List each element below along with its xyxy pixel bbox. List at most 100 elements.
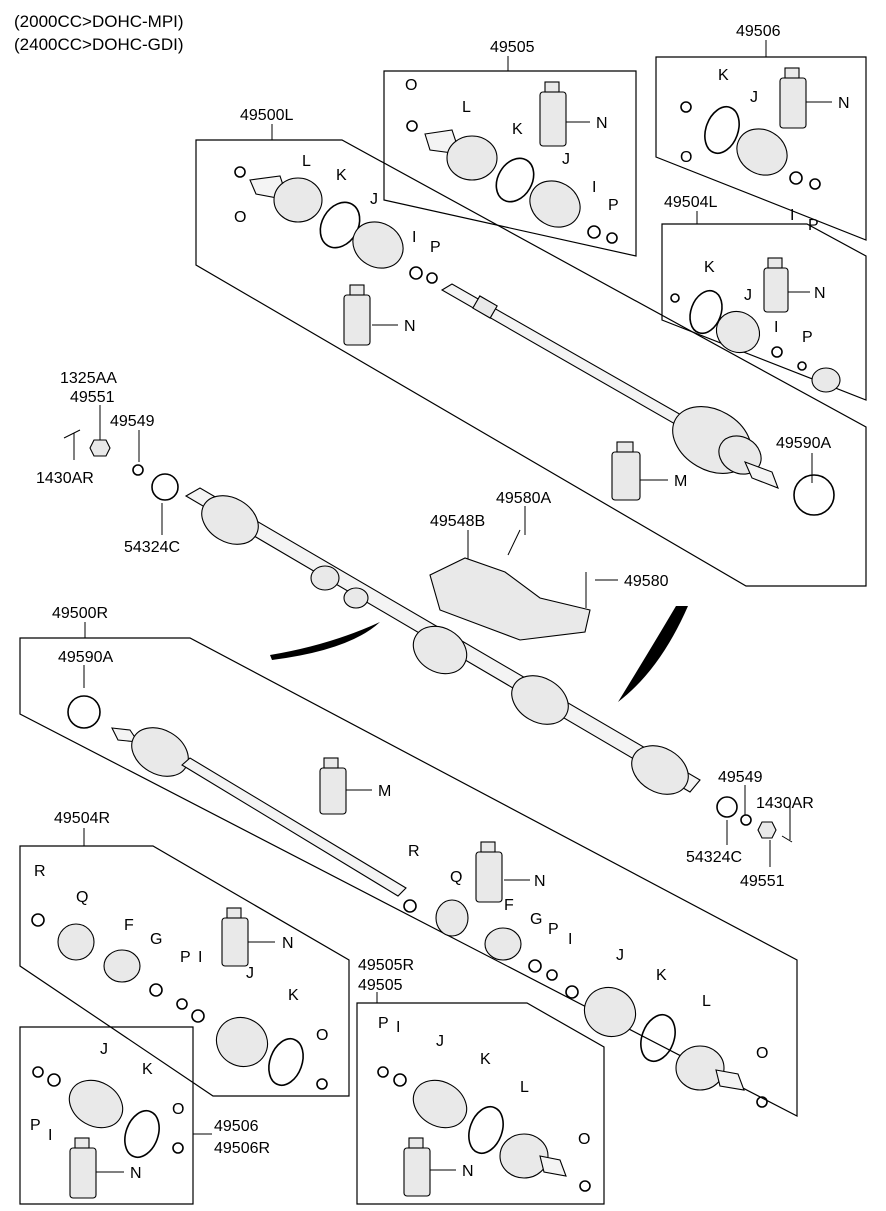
callout-p: P (378, 1015, 389, 1032)
callout-m: M (378, 783, 391, 800)
callout-k: K (718, 67, 729, 84)
label-1430AR-bottom: 1430AR (756, 795, 814, 812)
callout-k: K (288, 987, 299, 1004)
label-49500L: 49500L (240, 107, 293, 124)
joint-parts-49505 (406, 81, 618, 244)
callout-m: M (674, 473, 687, 490)
frame-49504R (19, 845, 350, 1097)
callout-j: J (562, 151, 570, 168)
callout-o: O (756, 1045, 768, 1062)
callout-n: N (404, 318, 416, 335)
callout-n: N (130, 1165, 142, 1182)
callout-q: Q (76, 889, 88, 906)
frame-49500R (19, 637, 798, 1117)
arrow-right (618, 606, 688, 702)
engine-variant-2: (2400CC>DOHC-GDI) (14, 35, 184, 54)
shaft-49500L (440, 283, 835, 516)
leader-lines (73, 40, 832, 1173)
frame-49500L (195, 139, 867, 587)
callout-r: R (34, 863, 46, 880)
callout-p: P (802, 329, 813, 346)
callout-i: I (568, 931, 572, 948)
joint-parts-49500R (435, 841, 768, 1108)
label-49505R: 49505R (358, 957, 414, 974)
callout-j: J (744, 287, 752, 304)
callout-g: G (150, 931, 162, 948)
joint-parts-49506-bottom (32, 1066, 184, 1199)
label-49551-bottom: 49551 (740, 873, 785, 890)
label-49506-top: 49506 (736, 23, 781, 40)
callout-j: J (370, 191, 378, 208)
label-49506R: 49506R (214, 1140, 270, 1157)
callout-n: N (534, 873, 546, 890)
callout-o: O (578, 1131, 590, 1148)
callout-q: Q (450, 869, 462, 886)
fasteners-top (63, 429, 179, 501)
joint-parts-49506 (680, 67, 821, 190)
callout-j: J (246, 965, 254, 982)
callout-j: J (436, 1033, 444, 1050)
callout-o: O (405, 77, 417, 94)
callout-p: P (180, 949, 191, 966)
label-49549-bottom: 49549 (718, 769, 763, 786)
callout-j: J (750, 89, 758, 106)
callout-i: I (774, 319, 778, 336)
shaft-main (184, 487, 701, 795)
callout-p: P (30, 1117, 41, 1134)
frame-49504L (661, 223, 867, 401)
label-49580: 49580 (624, 573, 669, 590)
callout-l: L (462, 99, 471, 116)
heat-shield (429, 557, 591, 641)
callout-k: K (656, 967, 667, 984)
label-49551-top: 49551 (70, 389, 115, 406)
callout-i: I (592, 179, 596, 196)
callout-l: L (702, 993, 711, 1010)
label-49549-top: 49549 (110, 413, 155, 430)
callout-l: L (302, 153, 311, 170)
label-49590A-bottom: 49590A (58, 649, 113, 666)
callout-l: L (520, 1079, 529, 1096)
label-49580A: 49580A (496, 490, 551, 507)
callout-i: I (790, 207, 794, 224)
label-49504L: 49504L (664, 194, 717, 211)
callout-i: I (412, 229, 416, 246)
callout-k: K (336, 167, 347, 184)
engine-variant-1: (2000CC>DOHC-MPI) (14, 12, 184, 31)
label-49506-bottom: 49506 (214, 1118, 259, 1135)
callout-j: J (100, 1041, 108, 1058)
callout-p: P (608, 197, 619, 214)
callout-k: K (704, 259, 715, 276)
callout-i: I (48, 1127, 52, 1144)
callout-p: P (808, 217, 819, 234)
callout-p: P (430, 239, 441, 256)
label-49548B: 49548B (430, 513, 485, 530)
grease-m-top (611, 451, 641, 501)
callout-k: K (142, 1061, 153, 1078)
frame-49506-bottom (19, 1026, 194, 1205)
letter-callouts: O L K J I P N K J N O I P L K J I P O N … (30, 67, 850, 1182)
joint-parts-49504R (31, 907, 328, 1090)
callout-j: J (616, 947, 624, 964)
callout-f: F (124, 917, 134, 934)
label-1325AA: 1325AA (60, 370, 117, 387)
callout-i: I (396, 1019, 400, 1036)
fasteners-bottom (716, 796, 793, 843)
callout-o: O (172, 1101, 184, 1118)
joint-parts-49504L (670, 257, 841, 393)
callout-n: N (282, 935, 294, 952)
callout-f: F (504, 897, 514, 914)
callout-k: K (480, 1051, 491, 1068)
joint-parts-49500L (234, 166, 438, 346)
callout-k: K (512, 121, 523, 138)
label-1430AR-top: 1430AR (36, 470, 94, 487)
label-49500R: 49500R (52, 605, 108, 622)
callout-n: N (462, 1163, 474, 1180)
callout-i: I (198, 949, 202, 966)
callout-o: O (680, 149, 692, 166)
label-49505-top: 49505 (490, 39, 535, 56)
callout-g: G (530, 911, 542, 928)
label-54324C-bottom: 54324C (686, 849, 742, 866)
callout-p: P (548, 921, 559, 938)
